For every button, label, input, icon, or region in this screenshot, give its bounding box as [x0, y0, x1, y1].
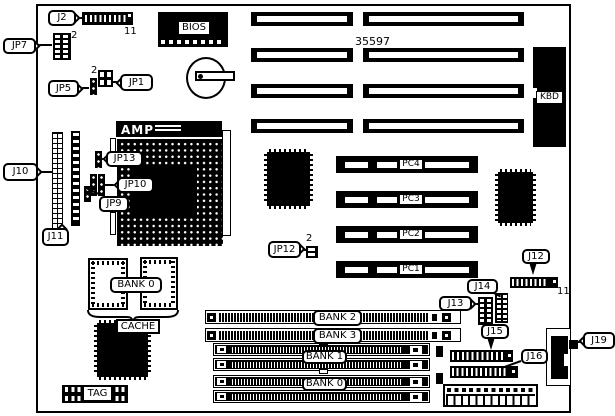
bank0-simm-label: BANK 0	[302, 377, 347, 391]
cpu-socket-edge	[222, 130, 231, 236]
j11-label: J11	[42, 228, 69, 246]
qfp-chip-1	[267, 152, 310, 206]
pc1-label: PC1	[398, 263, 424, 276]
cache-label: CACHE	[116, 319, 160, 334]
kbd-notch	[533, 88, 537, 98]
j16-connector	[450, 366, 518, 378]
jp10-jumper-a	[90, 174, 97, 196]
jp7-pin-number: 2	[71, 30, 78, 41]
bank2-label: BANK 2	[313, 310, 362, 326]
j19-connector	[551, 336, 568, 379]
j2-pin-count: 11	[124, 26, 137, 37]
pci-slot-pc3: PC3	[336, 191, 478, 208]
jp1-label: JP1	[120, 74, 153, 91]
board-outline	[36, 4, 571, 413]
jp9-label: JP9	[99, 196, 129, 212]
cpu-socket-header: AMP	[116, 121, 222, 137]
jp10-jumper-b	[98, 174, 105, 196]
j13-jumper-block	[478, 297, 493, 325]
simm-latch-2	[319, 369, 328, 374]
battery-pin	[198, 74, 203, 79]
j12-pin-count: 11	[557, 286, 570, 297]
j19-tab	[569, 340, 578, 349]
pc4-label: PC4	[398, 158, 424, 171]
pci-slot-pc2: PC2	[336, 226, 478, 243]
isa-slot-short-4	[251, 119, 353, 133]
socket-lever-graphic	[154, 124, 182, 134]
jp13-label: JP13	[106, 151, 143, 167]
bank3-label: BANK 3	[313, 328, 362, 344]
j10-label: J10	[3, 163, 38, 181]
j15-label: J15	[481, 324, 509, 339]
battery-clip	[195, 71, 235, 81]
isa-slot-short-1	[251, 12, 353, 26]
kbd-label: KBD	[536, 91, 563, 104]
pc3-label: PC3	[398, 193, 424, 206]
j16-label: J16	[521, 349, 548, 364]
jp12-pin-number: 2	[306, 233, 313, 244]
pci-slot-pc4: PC4	[336, 156, 478, 173]
bios-label: BIOS	[177, 20, 211, 36]
jp12-jumper	[306, 246, 318, 258]
isa-slot-long-3	[363, 84, 524, 98]
j10-connector-a	[52, 132, 63, 229]
j12-label: J12	[522, 249, 550, 264]
simm-end-block-2	[436, 373, 443, 384]
jp10-label: JP10	[117, 177, 154, 193]
j14-jumper-block	[495, 293, 508, 323]
isa-slot-short-3	[251, 84, 353, 98]
qfp-chip-2	[498, 172, 533, 223]
jp5-jumper	[90, 78, 97, 95]
board-part-number: 35597	[355, 35, 390, 48]
jp5-label: JP5	[48, 80, 79, 97]
jp1-pin-number: 2	[91, 65, 98, 76]
jp7-label: JP7	[3, 38, 36, 54]
isa-slot-long-2	[363, 48, 524, 62]
power-connector	[443, 384, 538, 407]
simm-end-block-1	[436, 346, 443, 357]
j2-label: J2	[48, 10, 76, 26]
isa-slot-long-4	[363, 119, 524, 133]
j2-connector	[82, 12, 133, 25]
isa-slot-short-2	[251, 48, 353, 62]
j14-label: J14	[467, 279, 498, 294]
tag-label: TAG	[82, 385, 113, 402]
j19-label: J19	[583, 332, 615, 349]
bios-socket-row	[161, 40, 225, 44]
bank0-chips-label: BANK 0	[110, 277, 162, 293]
j12-connector	[510, 277, 558, 288]
amp-label: AMP	[121, 123, 155, 137]
pci-slot-pc1: PC1	[336, 261, 478, 278]
jp7-jumper-block	[53, 33, 71, 60]
isa-slot-long-1	[363, 12, 524, 26]
cpu-socket-tab-2	[110, 212, 116, 235]
j15-connector	[450, 350, 513, 362]
jp9-jumper	[84, 186, 91, 202]
j10-connector-b	[71, 131, 80, 226]
simm-slot-row4	[213, 390, 430, 403]
j13-label: J13	[439, 296, 472, 311]
jp12-label: JP12	[268, 241, 301, 258]
jp1-jumper-block	[98, 70, 113, 87]
jp13-jumper	[95, 151, 102, 168]
bank1-label: BANK 1	[302, 350, 347, 364]
pc2-label: PC2	[398, 228, 424, 241]
